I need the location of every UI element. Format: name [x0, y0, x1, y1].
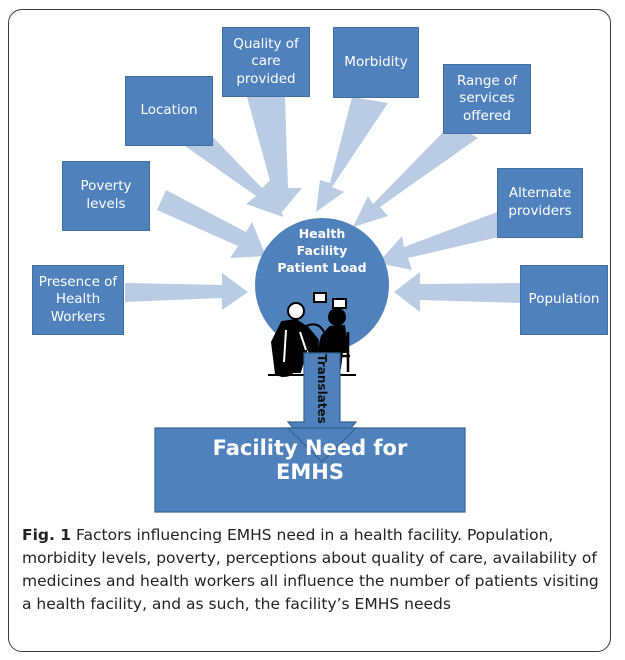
factor-presence-of-health-workers: Presence of Health Workers [32, 265, 124, 335]
figure-number: Fig. 1 [22, 526, 72, 544]
arrow-quality [247, 97, 302, 212]
factor-alternate-providers: Alternate providers [497, 168, 583, 238]
factor-arrows [125, 97, 520, 312]
patient-load-label: Health Facility Patient Load [277, 226, 367, 275]
arrow-location [185, 132, 283, 217]
diagram-canvas [125, 97, 520, 513]
factor-quality-of-care: Quality of care provided [222, 27, 310, 97]
arrow-range [353, 123, 478, 227]
outcome-label: Facility Need for EMHS [212, 436, 408, 484]
factor-morbidity: Morbidity [333, 27, 419, 98]
factor-location: Location [125, 76, 213, 146]
factor-range-of-services: Range of services offered [443, 64, 531, 134]
factor-population: Population [520, 265, 608, 335]
patient-load-circle [255, 218, 389, 352]
arrow-alternate [378, 212, 503, 270]
arrow-presence [125, 273, 248, 310]
caption-text: Factors influencing EMHS need in a healt… [22, 526, 599, 613]
translates-label: Translates [315, 354, 329, 424]
figure-caption: Fig. 1 Factors influencing EMHS need in … [22, 524, 607, 616]
factor-poverty: Poverty levels [62, 161, 150, 231]
arrow-morbidity [316, 97, 388, 212]
arrow-population [394, 272, 520, 312]
arrow-poverty [157, 190, 266, 258]
